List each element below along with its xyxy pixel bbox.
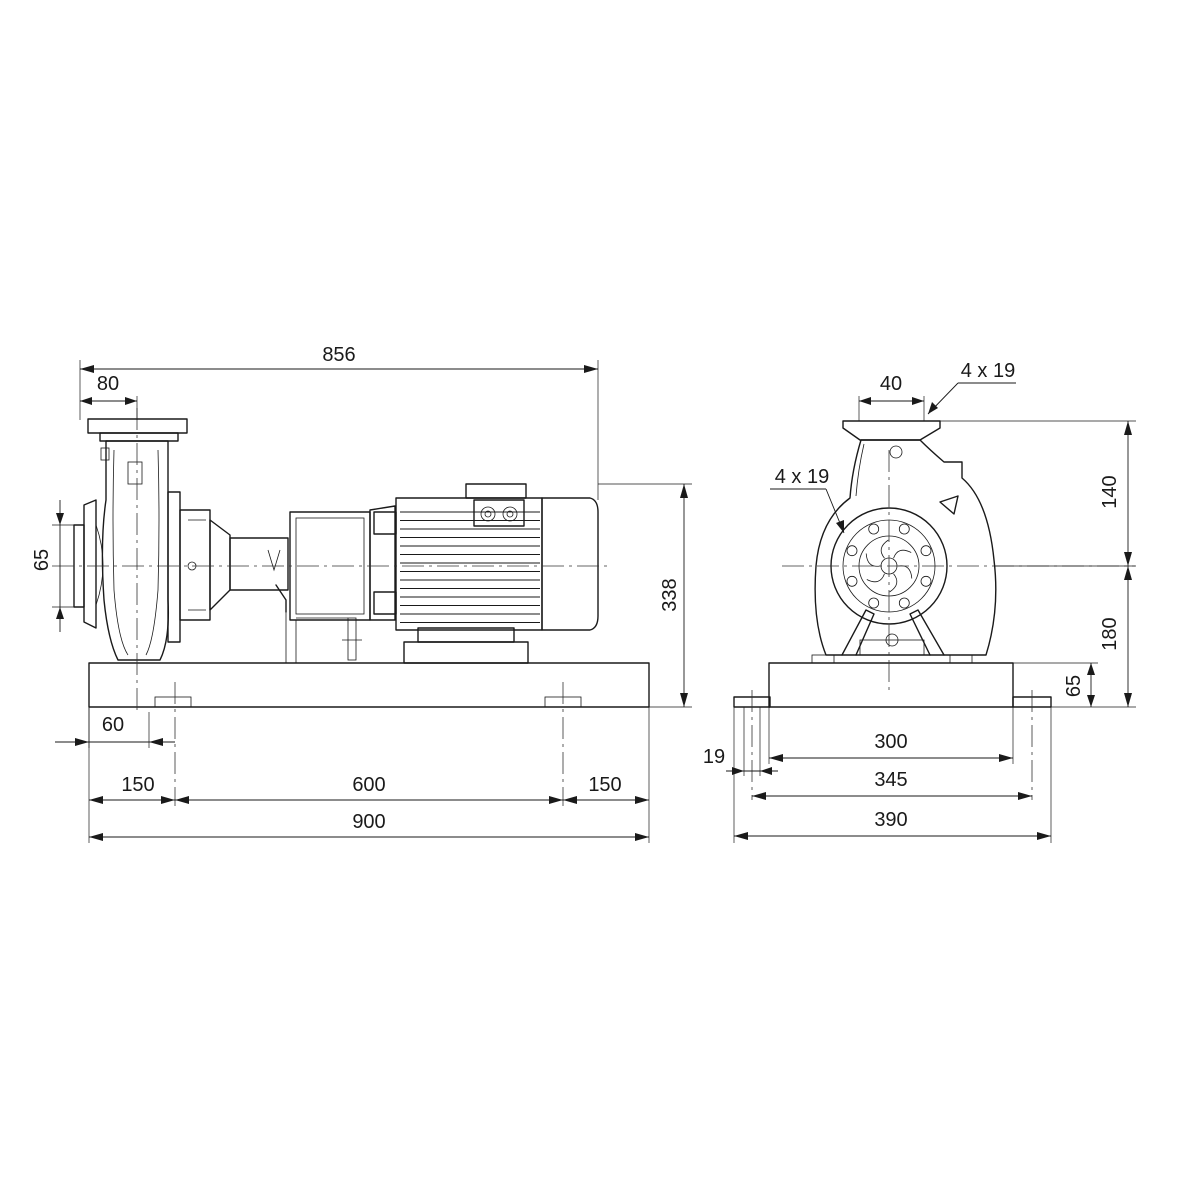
- label-base-length: 900: [352, 811, 385, 833]
- label-base-edge: 60: [102, 714, 124, 736]
- dim-overall-length: [79, 360, 599, 500]
- leader-outlet-bolts: [927, 382, 1016, 415]
- label-inlet-offset: 80: [97, 373, 119, 395]
- impeller-vane: [865, 553, 881, 567]
- side-base-frame: [88, 662, 650, 708]
- dim-base-height: [1013, 662, 1098, 707]
- dim-outlet-offset: [858, 396, 925, 421]
- dim-base-width: [733, 707, 1052, 843]
- label-inlet-bolts: 4 x 19: [775, 466, 829, 488]
- label-foot-spacing-center: 600: [352, 774, 385, 796]
- label-base-width: 390: [874, 809, 907, 831]
- dim-base-inner-width: [768, 707, 1014, 764]
- flange-bolt-hole: [868, 523, 880, 535]
- front-view: 40 4 x 19 4 x 19 140: [703, 360, 1136, 843]
- dim-lower-height: [1051, 566, 1136, 708]
- flange-bolt-hole: [898, 523, 910, 535]
- leader-inlet-bolts: [770, 488, 845, 534]
- impeller-vane: [889, 573, 898, 593]
- impeller-vane: [897, 565, 913, 579]
- label-foot-spacing-left: 150: [121, 774, 154, 796]
- side-view: 856 80 65 338: [31, 344, 692, 843]
- front-pump-casing: [814, 420, 997, 656]
- label-hole-diameter: 19: [703, 746, 725, 768]
- label-upper-height: 140: [1099, 475, 1121, 508]
- flange-bolt-hole: [846, 545, 858, 557]
- side-motor-fins: [400, 511, 540, 623]
- label-overall-length: 856: [322, 344, 355, 366]
- dim-hole-diameter: [726, 707, 778, 776]
- impeller-vane: [893, 549, 912, 559]
- flange-bolt-hole: [868, 597, 880, 609]
- front-bolt-holes: [846, 523, 932, 609]
- flange-bolt-hole: [920, 545, 932, 557]
- label-base-inner-width: 300: [874, 731, 907, 753]
- label-outlet-bolts: 4 x 19: [961, 360, 1015, 382]
- label-base-hole-span: 345: [874, 769, 907, 791]
- side-motor: [285, 483, 599, 664]
- impeller-vane: [880, 539, 889, 559]
- flange-bolt-hole: [920, 575, 932, 587]
- label-foot-spacing-right: 150: [588, 774, 621, 796]
- impeller-vane: [866, 573, 885, 583]
- dim-foot-spacing: [88, 707, 650, 843]
- flange-bolt-hole: [846, 575, 858, 587]
- dim-base-length: [89, 833, 649, 841]
- front-impeller: [865, 539, 913, 593]
- dim-upper-height: [940, 420, 1136, 567]
- label-base-height: 65: [1063, 675, 1085, 697]
- label-shaft-height: 338: [659, 578, 681, 611]
- front-base: [733, 654, 1052, 708]
- side-pump-casing: [73, 418, 289, 661]
- dim-shaft-height: [598, 483, 692, 708]
- flange-bolt-hole: [898, 597, 910, 609]
- label-lower-height: 180: [1099, 617, 1121, 650]
- label-outlet-offset: 40: [880, 373, 902, 395]
- dim-inlet-offset: [80, 396, 138, 420]
- dim-base-hole-span: [752, 792, 1032, 800]
- label-inlet-diameter: 65: [31, 549, 53, 571]
- dim-inlet-diameter: [52, 500, 84, 632]
